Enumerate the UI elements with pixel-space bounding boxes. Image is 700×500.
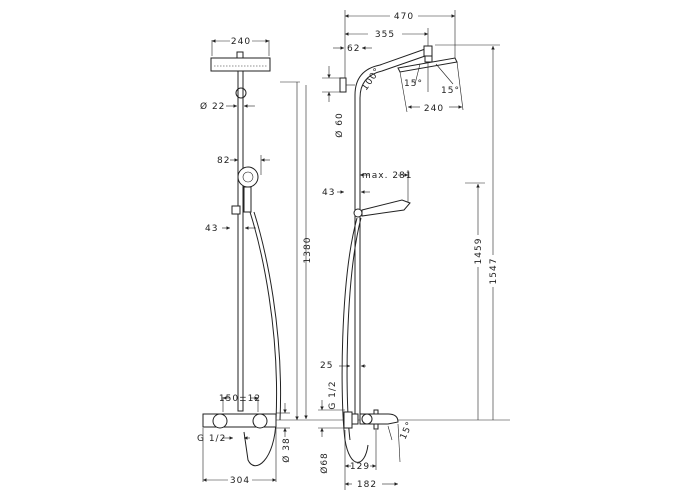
front-head-width-label: 240 [231,37,251,47]
hand-shower-front [237,166,259,188]
spout-reach-label: 182 [357,480,377,490]
tilt-angle-1-label: 15° [404,79,423,89]
shower-head-front [210,57,271,72]
front-holder-offset-label: 43 [205,224,218,234]
front-inlet-thread-label: G 1/2 [197,434,226,444]
shower-head-connector [236,51,244,59]
side-inlet-thread-label: G 1/2 [328,380,338,409]
shower-arm [354,47,429,420]
rail-bracket [235,87,247,99]
head-height-label: 1459 [474,238,484,265]
shower-hose [243,211,278,467]
spout-depth-label: 129 [350,462,370,472]
arm-reach-label: 355 [375,30,395,40]
shower-rail-front [237,70,244,412]
side-holder-offset-label: 43 [322,188,335,198]
side-head-width-label: 240 [424,104,444,114]
front-total-width-label: 304 [230,476,250,486]
head-reach-label: 470 [394,12,414,22]
hand-shower-side [361,199,411,217]
spout-angle-label: 15° [399,420,416,441]
side-view: 470 355 62 100° Ø 60 15° 15° 240 max. 28… [300,10,510,490]
front-view: 240 Ø 22 82 43 1380 150±12 G 1/2 Ø 38 [197,37,313,486]
wall-inlet [343,411,353,429]
wall-bracket [339,77,347,93]
side-holder [353,208,363,218]
mixer-diameter-label: Ø68 [319,452,330,474]
inlet-spacing-label: 150±12 [219,394,261,404]
arm-angle-label: 100° [360,66,383,93]
hand-shower-offset-label: 82 [217,156,230,166]
total-height-label: 1547 [489,258,499,285]
rail-offset-label: 25 [320,361,333,371]
hand-shower-length-label: max. 281 [362,171,413,181]
front-inlet-diameter-label: Ø 38 [281,437,292,462]
bracket-diameter-label: Ø 60 [334,112,345,137]
front-height-label: 1380 [303,237,313,264]
rail-diameter-label: Ø 22 [200,101,225,112]
hand-shower-holder [231,205,241,215]
wall-offset-label: 62 [347,44,360,54]
tilt-angle-2-label: 15° [441,86,460,96]
